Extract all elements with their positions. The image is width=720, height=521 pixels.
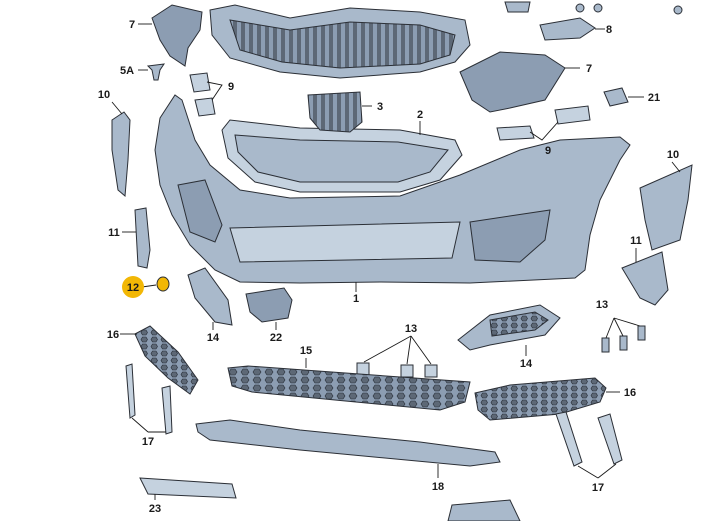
label-2: 2 [417,109,423,121]
bracket-7-right [459,51,566,113]
clip-21 [603,87,629,107]
leader-9-top [206,81,223,101]
clip-13-a [356,362,370,376]
label-9-right: 9 [545,145,551,157]
grille-insert-3 [307,91,363,133]
label-16-right: 16 [624,387,636,399]
trim-frame-9-top-a [189,72,211,93]
clip-13-d [601,337,610,353]
strip-17-right-a [555,411,583,467]
clip-13-b [400,364,414,378]
label-13-right: 13 [596,299,608,311]
radiator-grille-slats [229,19,456,69]
bracket-7-left [151,4,203,67]
grille-frame-inner [234,134,449,183]
label-7-top: 7 [129,19,135,31]
leader-17-left [131,417,166,433]
leader-9-right [529,121,559,141]
side-grille-16-left [134,325,199,395]
bumper-lower-lip [229,221,461,263]
label-10-right: 10 [667,149,679,161]
label-17-left: 17 [142,436,154,448]
strip-17-left-a [125,363,136,419]
clip-top-1 [575,3,585,13]
clip-top-3 [673,5,683,15]
bracket-8 [539,17,596,41]
lower-spoiler-18 [195,419,501,467]
label-3: 3 [377,101,383,113]
lower-grille-15 [227,365,471,411]
trim-frame-9-right-b [554,105,591,125]
label-22: 22 [270,332,282,344]
bumper-lower-opening-left [177,179,223,243]
clip-13-f [637,325,646,341]
screw-5a [146,63,166,81]
label-12-badge [122,276,144,298]
label-21: 21 [648,92,660,104]
label-1: 1 [353,293,359,305]
side-bracket-10-left [111,111,131,198]
leader-13-center [363,335,432,365]
label-8: 8 [606,24,612,36]
leader-17-right [577,463,617,479]
label-14-left: 14 [207,332,220,344]
bumper-lower-opening-right [469,209,551,263]
trim-frame-9-right-a [496,125,535,141]
side-piece-11-right [621,251,669,306]
fog-bracket-14-right-holes [489,311,549,337]
fog-bracket-14-left [187,267,233,326]
leader-10-left [111,101,123,115]
label-15: 15 [300,345,312,357]
side-grille-16-right [474,377,607,421]
leader-12 [141,284,157,288]
bracket-22 [245,287,293,323]
clip-top-2 [593,3,603,13]
leader-10-right [671,161,681,173]
trim-strip-23 [139,477,237,499]
label-12: 12 [127,282,139,294]
label-13-center: 13 [405,323,417,335]
clip-13-c [424,364,438,378]
side-bracket-10-right [639,164,693,251]
label-10-left: 10 [98,89,110,101]
label-17-right: 17 [592,482,604,494]
label-16-left: 16 [107,329,119,341]
label-9-top: 9 [228,81,234,93]
clip-13-e [619,335,628,351]
label-23: 23 [149,503,161,515]
partial-part-bottom [447,499,521,521]
side-piece-11-left [134,207,151,269]
label-14-right: 14 [520,358,533,370]
label-18: 18 [432,481,444,493]
strip-17-right-b [597,413,623,465]
leader-13-right [605,317,641,339]
label-11-left: 11 [108,227,120,239]
label-5a: 5A [120,65,134,77]
label-11-right: 11 [630,235,642,247]
clip-top-4 [504,1,531,13]
plug-12 [156,276,170,292]
trim-frame-9-top-b [194,97,216,117]
label-7-right: 7 [586,63,592,75]
strip-17-left-b [161,385,173,435]
